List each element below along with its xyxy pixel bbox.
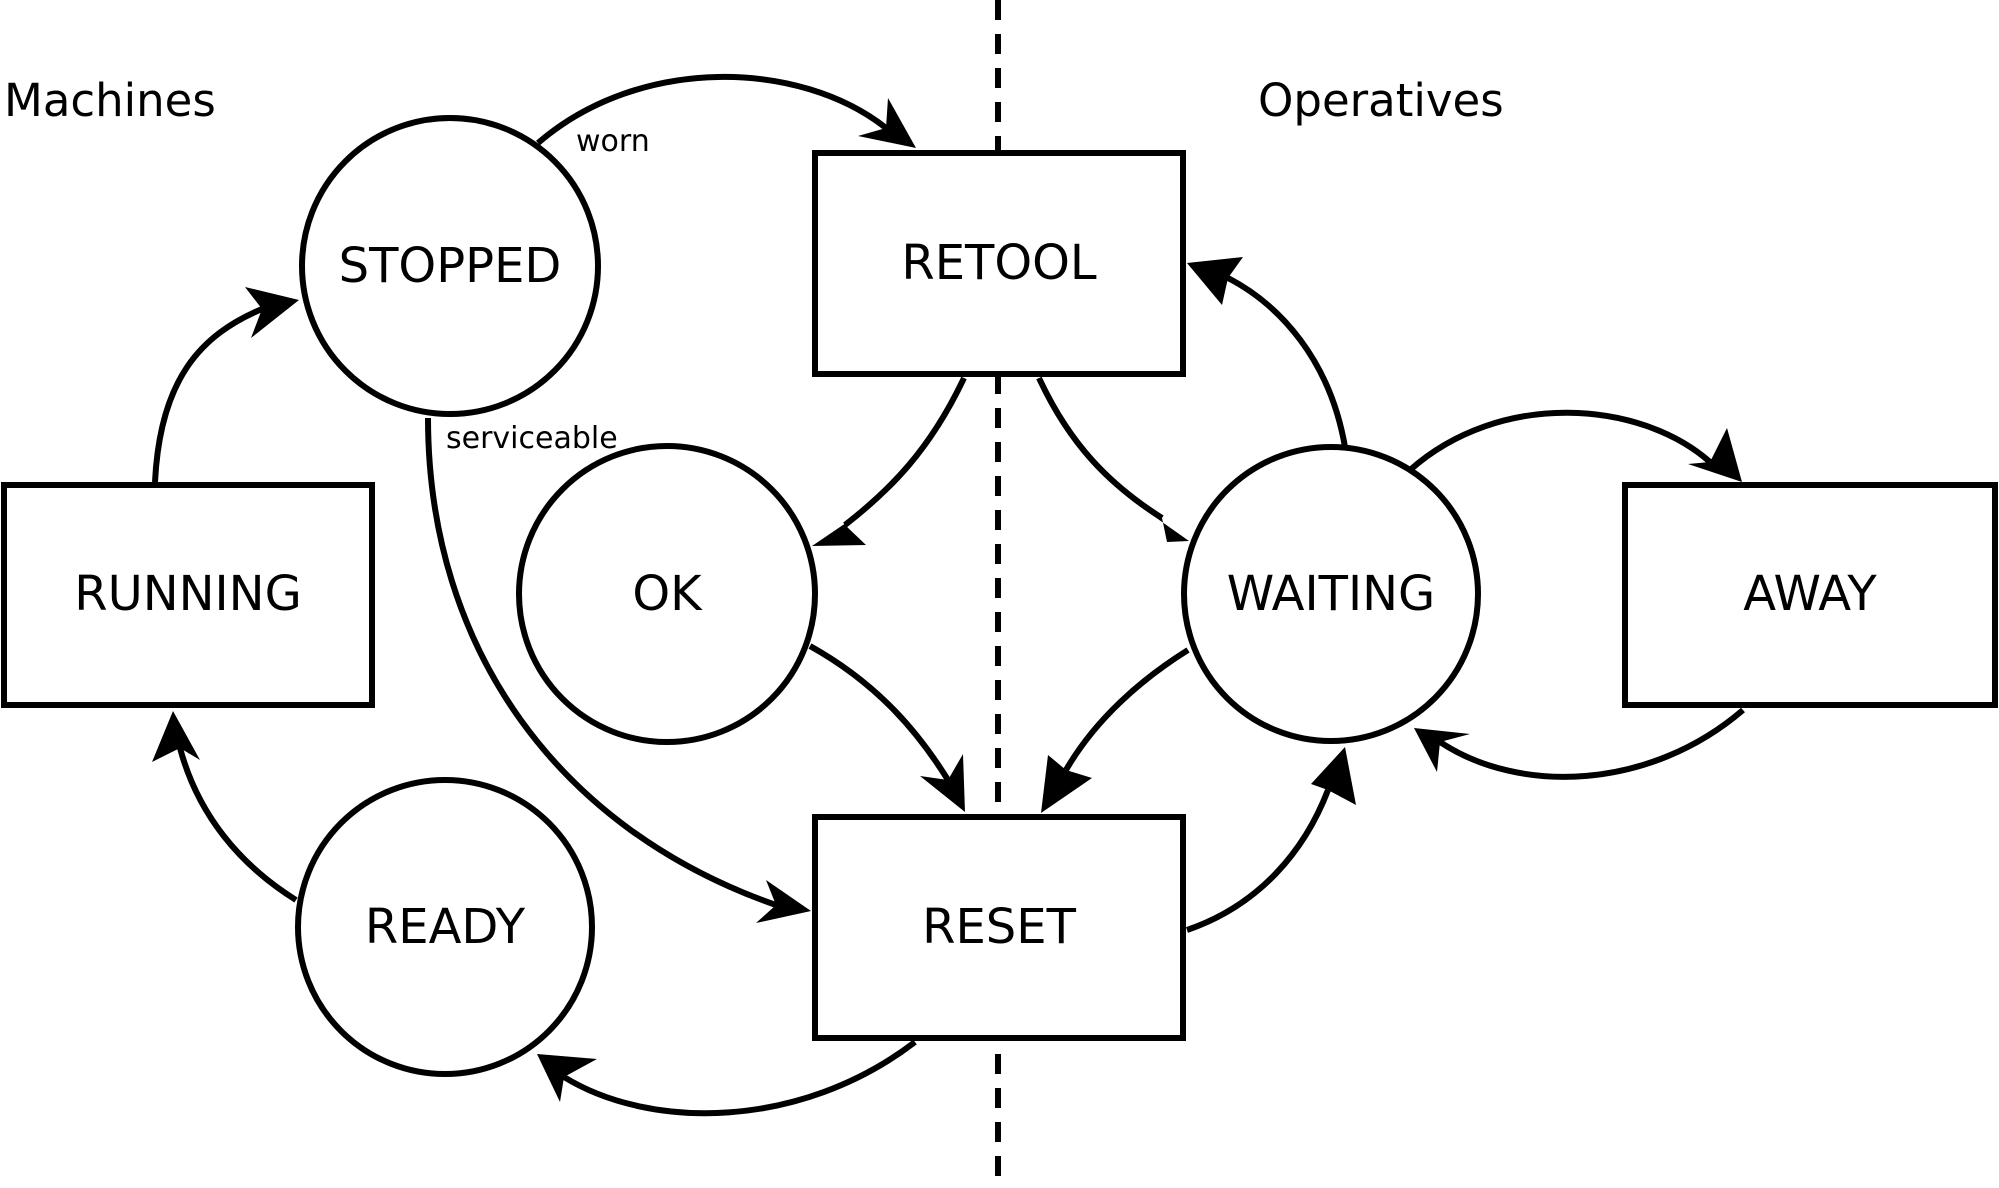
node-running-label: RUNNING	[74, 566, 302, 622]
arrowhead-waiting-from-retool	[1131, 500, 1189, 542]
edge-waiting-to-retool	[1226, 275, 1348, 448]
node-ready: READY	[295, 777, 595, 1077]
node-retool-label: RETOOL	[901, 235, 1097, 291]
edge-running-to-stopped	[152, 306, 264, 483]
edge-label-serviceable: serviceable	[446, 421, 618, 456]
node-reset-label: RESET	[922, 899, 1076, 955]
arrowhead-retool	[858, 98, 916, 148]
edge-stopped-to-reset	[425, 417, 777, 908]
arrowhead-waiting-from-reset	[1311, 747, 1356, 805]
node-away: AWAY	[1622, 482, 1998, 708]
region-label-machines: Machines	[4, 74, 216, 127]
edge-reset-to-ready	[562, 1039, 917, 1117]
arrowhead-away	[1688, 428, 1742, 482]
node-reset: RESET	[812, 814, 1186, 1041]
node-retool: RETOOL	[812, 150, 1186, 377]
arrowhead-reset-from-waiting	[1041, 755, 1092, 813]
arrowhead-stopped	[245, 287, 299, 338]
edge-retool-to-waiting	[1036, 376, 1164, 521]
node-waiting: WAITING	[1181, 444, 1481, 744]
region-label-operatives: Operatives	[1258, 74, 1504, 127]
arrowhead-retool-from-waiting	[1187, 257, 1243, 305]
edge-waiting-to-away	[1408, 409, 1712, 473]
arrowhead-reset-from-stopped	[756, 880, 811, 923]
arrowhead-waiting-from-away	[1414, 728, 1470, 772]
node-ok-label: OK	[632, 566, 703, 622]
edge-waiting-to-reset	[1063, 647, 1190, 772]
node-ready-label: READY	[365, 899, 526, 955]
node-waiting-label: WAITING	[1227, 566, 1435, 622]
node-ok: OK	[516, 443, 818, 745]
arrowhead-ok	[812, 508, 868, 546]
arrowhead-ready	[537, 1054, 597, 1102]
edge-away-to-waiting	[1438, 707, 1745, 780]
node-stopped-label: STOPPED	[339, 238, 562, 294]
edge-retool-to-ok	[843, 376, 967, 528]
node-running: RUNNING	[1, 482, 375, 708]
edge-label-worn: worn	[576, 124, 650, 159]
edge-stopped-to-retool	[536, 73, 888, 146]
edge-ready-to-running	[177, 747, 298, 903]
node-away-label: AWAY	[1743, 566, 1877, 622]
arrowhead-reset-from-ok	[920, 754, 965, 812]
edge-reset-to-waiting	[1186, 788, 1331, 933]
arrowhead-running	[152, 711, 200, 762]
node-stopped: STOPPED	[299, 115, 601, 417]
edge-ok-to-reset	[808, 643, 951, 782]
